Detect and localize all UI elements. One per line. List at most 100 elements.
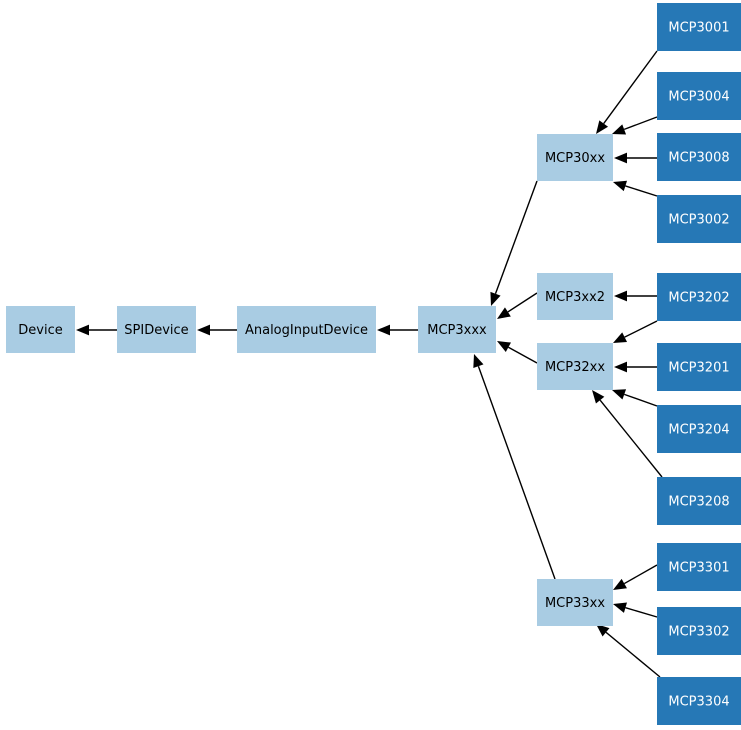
class-node-box[interactable] <box>657 3 741 51</box>
class-node-box[interactable] <box>418 306 496 353</box>
edge-line <box>625 607 658 618</box>
edge-mcp33xx-to-mcp3xxx <box>473 354 556 580</box>
class-node-mcp3xx2[interactable]: MCP3xx2 <box>537 273 613 320</box>
edge-mcp3xx2-to-mcp3xxx <box>497 292 538 319</box>
arrowhead-icon <box>592 390 605 404</box>
class-node-spidevice[interactable]: SPIDevice <box>117 306 196 353</box>
edges-layer <box>76 50 663 678</box>
edge-line <box>477 365 556 580</box>
class-node-mcp3202[interactable]: MCP3202 <box>657 273 741 321</box>
arrowhead-icon <box>614 152 627 164</box>
class-node-box[interactable] <box>657 195 741 243</box>
class-node-label: MCP3004 <box>668 90 729 105</box>
class-node-box[interactable] <box>537 579 613 626</box>
class-node-box[interactable] <box>657 72 741 120</box>
class-node-mcp30xx[interactable]: MCP30xx <box>537 134 613 181</box>
class-node-box[interactable] <box>657 343 741 391</box>
class-node-mcp3208[interactable]: MCP3208 <box>657 477 741 525</box>
arrowhead-icon <box>473 354 484 369</box>
edge-mcp3302-to-mcp33xx <box>613 602 658 618</box>
class-node-box[interactable] <box>657 677 741 725</box>
class-node-box[interactable] <box>537 273 613 320</box>
edge-line <box>623 564 658 585</box>
edge-line <box>599 399 663 478</box>
arrowhead-icon <box>613 180 628 192</box>
class-node-label: MCP3302 <box>668 625 729 640</box>
class-node-label: MCP3304 <box>668 695 729 710</box>
arrowhead-icon <box>490 291 501 306</box>
edge-mcp3202-to-mcp32xx <box>613 320 658 343</box>
class-node-box[interactable] <box>537 343 613 390</box>
class-node-label: MCP3xxx <box>427 323 487 338</box>
class-node-mcp3201[interactable]: MCP3201 <box>657 343 741 391</box>
edge-mcp3xxx-to-analoginput <box>377 324 418 336</box>
class-node-label: MCP3008 <box>668 151 729 166</box>
edge-line <box>494 180 538 295</box>
class-node-label: MCP33xx <box>545 596 605 611</box>
class-node-label: MCP3xx2 <box>545 290 605 305</box>
arrowhead-icon <box>596 624 610 637</box>
class-node-label: MCP3201 <box>668 361 729 376</box>
class-node-analoginput[interactable]: AnalogInputDevice <box>237 306 376 353</box>
class-node-mcp3304[interactable]: MCP3304 <box>657 677 741 725</box>
arrowhead-icon <box>614 290 627 302</box>
class-node-device[interactable]: Device <box>6 306 75 353</box>
class-node-label: Device <box>18 323 62 338</box>
class-node-box[interactable] <box>657 477 741 525</box>
class-node-box[interactable] <box>657 405 741 453</box>
arrowhead-icon <box>76 324 89 336</box>
class-node-mcp3008[interactable]: MCP3008 <box>657 133 741 181</box>
edge-mcp3301-to-mcp33xx <box>613 564 658 590</box>
class-node-label: MCP3202 <box>668 291 729 306</box>
edge-line <box>624 393 658 407</box>
class-node-label: MCP30xx <box>545 151 605 166</box>
class-node-mcp3004[interactable]: MCP3004 <box>657 72 741 120</box>
class-node-mcp32xx[interactable]: MCP32xx <box>537 343 613 390</box>
class-node-box[interactable] <box>537 134 613 181</box>
arrowhead-icon <box>497 307 511 319</box>
class-node-box[interactable] <box>657 273 741 321</box>
edge-mcp3202-to-mcp3xx2 <box>614 290 657 302</box>
class-node-mcp3001[interactable]: MCP3001 <box>657 3 741 51</box>
class-node-mcp3002[interactable]: MCP3002 <box>657 195 741 243</box>
arrowhead-icon <box>596 120 609 134</box>
edge-mcp3002-to-mcp30xx <box>613 180 658 197</box>
edge-mcp3004-to-mcp30xx <box>612 116 658 135</box>
class-node-mcp3302[interactable]: MCP3302 <box>657 607 741 655</box>
class-node-label: MCP3208 <box>668 495 729 510</box>
class-node-box[interactable] <box>657 133 741 181</box>
arrowhead-icon <box>612 389 627 400</box>
edge-mcp3304-to-mcp33xx <box>596 624 661 678</box>
arrowhead-icon <box>613 332 628 343</box>
arrowhead-icon <box>614 361 627 373</box>
arrowhead-icon <box>613 602 627 613</box>
arrowhead-icon <box>497 341 511 352</box>
class-node-label: MCP3204 <box>668 423 729 438</box>
edge-mcp30xx-to-mcp3xxx <box>490 180 538 306</box>
edge-mcp3001-to-mcp30xx <box>596 50 658 134</box>
edge-mcp32xx-to-mcp3xxx <box>497 341 538 364</box>
edge-line <box>625 185 658 197</box>
class-node-mcp3301[interactable]: MCP3301 <box>657 543 741 591</box>
edge-mcp3204-to-mcp32xx <box>612 389 658 407</box>
edge-mcp3208-to-mcp32xx <box>592 390 663 478</box>
arrowhead-icon <box>197 324 210 336</box>
class-node-mcp3xxx[interactable]: MCP3xxx <box>418 306 496 353</box>
class-node-label: MCP32xx <box>545 360 605 375</box>
arrowhead-icon <box>612 124 627 135</box>
edge-line <box>623 116 658 131</box>
class-node-mcp33xx[interactable]: MCP33xx <box>537 579 613 626</box>
class-node-mcp3204[interactable]: MCP3204 <box>657 405 741 453</box>
edge-analoginput-to-spidevice <box>197 324 237 336</box>
class-node-box[interactable] <box>657 607 741 655</box>
edge-spidevice-to-device <box>76 324 117 336</box>
arrowhead-icon <box>613 578 627 590</box>
edge-mcp3008-to-mcp30xx <box>614 152 657 164</box>
class-node-box[interactable] <box>657 543 741 591</box>
edge-line <box>603 50 658 124</box>
class-node-box[interactable] <box>6 306 75 353</box>
class-node-box[interactable] <box>117 306 196 353</box>
class-node-box[interactable] <box>237 306 376 353</box>
class-node-label: SPIDevice <box>124 323 188 338</box>
